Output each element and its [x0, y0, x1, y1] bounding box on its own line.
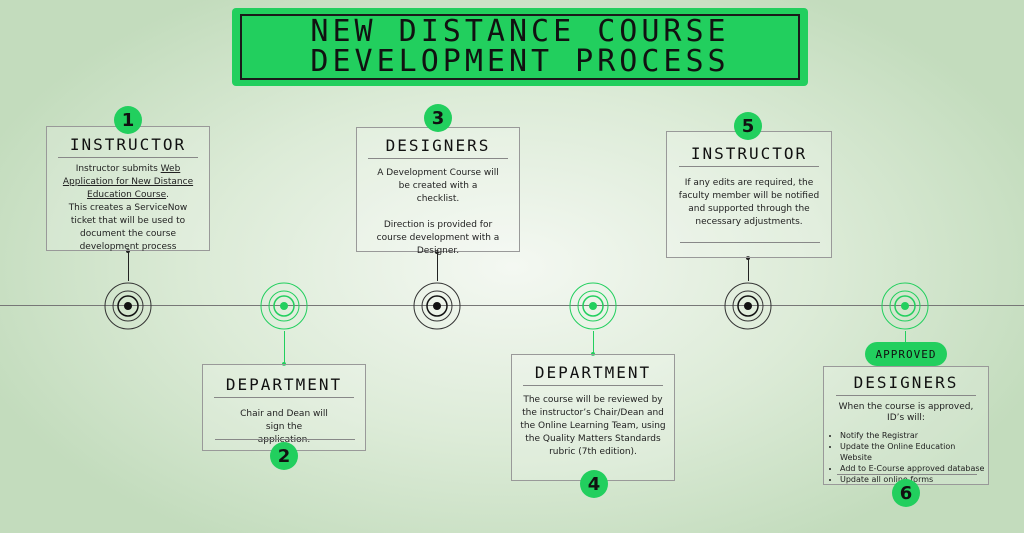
step-2-body: Chair and Dean will sign the application…	[240, 409, 328, 445]
step-1-text-end: .	[166, 190, 169, 200]
title-frame: NEW DISTANCE COURSE DEVELOPMENT PROCESS	[240, 14, 800, 80]
step-4-card: DEPARTMENT The course will be reviewed b…	[511, 354, 675, 481]
connector-2	[284, 331, 285, 364]
step-4-heading: DEPARTMENT	[534, 363, 652, 382]
step-5-card: INSTRUCTOR If any edits are required, th…	[666, 131, 832, 258]
timeline-line	[0, 305, 1024, 306]
step-1-heading: INSTRUCTOR	[69, 135, 187, 154]
connector-1-dot	[126, 249, 130, 253]
list-item: Update all online forms	[840, 474, 988, 485]
step-3-body-2: Direction is provided for course develop…	[376, 220, 500, 256]
web-application-link[interactable]: Web Application for New Distance Educati…	[62, 164, 194, 200]
timeline-node-1-icon	[104, 282, 152, 330]
timeline-node-5-icon	[724, 282, 772, 330]
step-4-body: The course will be reviewed by the instr…	[520, 395, 666, 457]
step-4-number: 4	[580, 470, 608, 498]
step-6-rule	[836, 395, 976, 396]
step-5-rule	[679, 166, 819, 167]
step-4-rule	[523, 385, 663, 386]
step-2-rule-bottom	[215, 439, 355, 440]
step-1-rule	[58, 157, 198, 158]
step-5-number: 5	[734, 112, 762, 140]
step-1-card: INSTRUCTOR Instructor submits Web Applic…	[46, 126, 210, 254]
step-6-list: Notify the Registrar Update the Online E…	[824, 430, 988, 485]
step-2-heading: DEPARTMENT	[225, 375, 343, 394]
step-6-rule-bottom	[837, 474, 977, 475]
title-line-1: NEW DISTANCE COURSE	[310, 14, 730, 49]
step-6-intro: When the course is approved, ID’s will:	[838, 402, 974, 423]
approved-badge: APPROVED	[865, 342, 947, 366]
step-3-rule	[368, 158, 508, 159]
timeline-node-6-icon	[881, 282, 929, 330]
step-1-number: 1	[114, 106, 142, 134]
step-2-card: DEPARTMENT Chair and Dean will sign the …	[202, 364, 366, 451]
step-2-rule	[214, 397, 354, 398]
connector-1	[128, 251, 129, 281]
list-item: Update the Online Education Website	[840, 441, 988, 463]
step-6-heading: DESIGNERS	[853, 373, 959, 392]
connector-4	[593, 331, 594, 354]
step-1-text: Instructor submits	[75, 164, 161, 174]
timeline-node-4-icon	[569, 282, 617, 330]
step-5-body: If any edits are required, the faculty m…	[678, 178, 820, 227]
step-3-number: 3	[424, 104, 452, 132]
connector-5	[748, 258, 749, 281]
step-2-number: 2	[270, 442, 298, 470]
timeline-node-2-icon	[260, 282, 308, 330]
step-6-number: 6	[892, 479, 920, 507]
step-5-heading: INSTRUCTOR	[690, 144, 808, 163]
title-banner: NEW DISTANCE COURSE DEVELOPMENT PROCESS	[232, 8, 808, 86]
connector-3	[437, 252, 438, 281]
list-item: Add to E-Course approved database	[840, 463, 988, 474]
list-item: Notify the Registrar	[840, 430, 988, 441]
step-5-rule-bottom	[680, 242, 820, 243]
connector-6	[905, 331, 906, 343]
step-6-card: DESIGNERS When the course is approved, I…	[823, 366, 989, 485]
connector-3-dot	[435, 250, 439, 254]
connector-5-dot	[746, 256, 750, 260]
step-3-body: A Development Course will be created wit…	[377, 168, 499, 204]
step-3-heading: DESIGNERS	[385, 136, 491, 155]
title-line-2: DEVELOPMENT PROCESS	[310, 44, 730, 79]
step-1-body: Instructor submits Web Application for N…	[47, 163, 209, 254]
timeline-node-3-icon	[413, 282, 461, 330]
step-3-card: DESIGNERS A Development Course will be c…	[356, 127, 520, 256]
step-1-text-2: This creates a ServiceNow ticket that wi…	[68, 203, 188, 252]
